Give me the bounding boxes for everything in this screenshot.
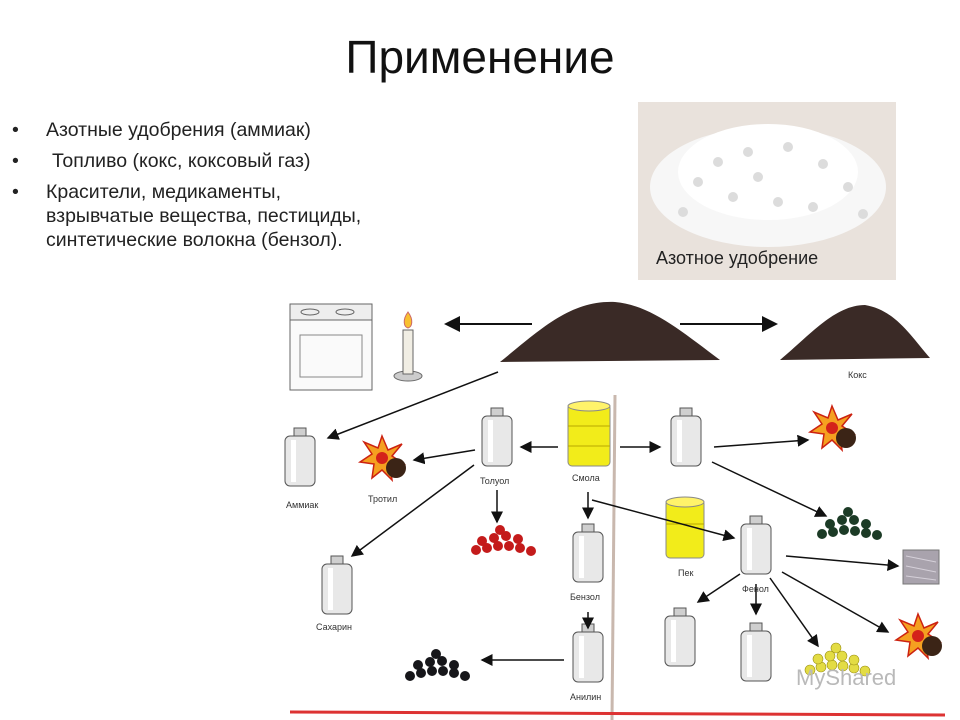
pek-barrel — [665, 496, 705, 559]
fabric-swatch — [902, 549, 940, 585]
bullet-item: •Топливо (кокс, коксовый газ) — [12, 150, 311, 172]
label-anilin: Анилин — [570, 692, 601, 702]
label-koks: Кокс — [848, 370, 867, 380]
book-spread — [289, 394, 946, 720]
label-benzol: Бензол — [570, 592, 600, 602]
slide-title: Применение — [345, 31, 615, 83]
arrow — [326, 371, 499, 440]
right-bottle — [670, 407, 702, 467]
label-pek: Пек — [678, 568, 693, 578]
bottom-bottle-2 — [740, 622, 772, 682]
label-saharin: Сахарин — [316, 622, 352, 632]
label-smola: Смола — [572, 473, 600, 483]
photo-caption: Азотное удобрение — [656, 248, 819, 268]
label-toluol: Толуол — [480, 476, 509, 486]
saharin-bottle — [321, 555, 353, 615]
bullet-item: •Азотные удобрения (аммиак) — [12, 119, 311, 141]
coke-pile — [780, 305, 930, 360]
ammiak-bottle — [284, 427, 316, 487]
benzol-bottle — [572, 523, 604, 583]
green-dye-pile — [817, 507, 882, 540]
fenol-bottle — [740, 515, 772, 575]
trotil-blast-icon — [359, 435, 407, 481]
smola-barrel — [567, 400, 611, 467]
fertilizer-pile-image — [650, 124, 886, 247]
bullet-item: •Красители, медикаменты, взрывчатые веще… — [12, 181, 362, 251]
yellow-dye-pile — [804, 642, 871, 677]
red-dye-pile — [471, 525, 536, 556]
bottom-bottle-1 — [664, 607, 696, 667]
right-blast-icon — [809, 405, 857, 451]
scheme-arrows — [350, 434, 900, 666]
label-ammiak: Аммиак — [286, 500, 318, 510]
bottom-blast-icon — [895, 613, 943, 659]
toluol-bottle — [481, 407, 513, 467]
bullet-list: •Азотные удобрения (аммиак) •Топливо (ко… — [10, 118, 390, 259]
fertilizer-photo — [638, 102, 896, 280]
watermark: MyShared — [796, 665, 896, 690]
black-dye-pile — [405, 649, 470, 681]
anilin-bottle — [572, 623, 604, 683]
stove-icon — [289, 303, 373, 391]
coal-pile — [500, 301, 720, 362]
candle-icon — [393, 311, 423, 382]
label-trotil: Тротил — [368, 494, 397, 504]
